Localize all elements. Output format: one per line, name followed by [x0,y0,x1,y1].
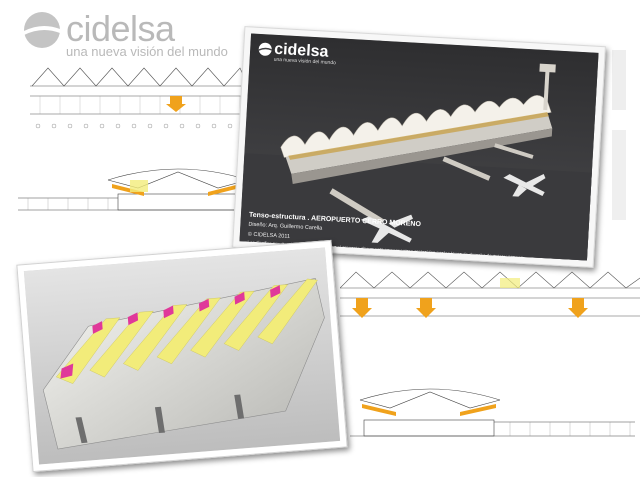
section-drawing-bottom [350,388,635,437]
background-logo: cidelsa una nueva visión del mundo [22,8,242,59]
background-logo-tagline: una nueva visión del mundo [66,44,228,59]
side-decoration [612,50,626,220]
cidelsa-logo-icon [24,12,60,48]
render-photo-card: cidelsa una nueva visión del mundo Tenso… [232,26,606,268]
background-logo-wordmark: cidelsa [66,8,175,49]
elevation-drawing-bottom [340,271,640,318]
roof-model-image [23,247,341,465]
airport-render: cidelsa una nueva visión del mundo Tenso… [239,33,599,261]
section-drawing-left [18,168,258,211]
roof-model [23,247,341,465]
elevation-drawing-top [30,67,250,129]
airport-render-image [239,33,599,261]
model-render-card [16,239,348,473]
cidelsa-logo-icon [258,42,272,56]
